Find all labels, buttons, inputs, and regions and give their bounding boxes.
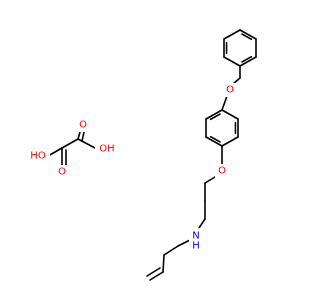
- oxalic-ho-c-bond: [47, 147, 63, 157]
- phenylene-ring-bond-3: [205, 136, 223, 147]
- structure-drawing: O O N H HO O O OH: [26, 29, 257, 281]
- propyl-ether-oxygen: O: [218, 166, 226, 177]
- benzyl-ring-inner-bond-0: [241, 33, 253, 41]
- oxalic-carbonyl-oxygen-top: O: [79, 120, 87, 131]
- oxalic-c-c-bond: [61, 138, 79, 149]
- amine-hydrogen: H: [192, 241, 200, 252]
- oxalic-o-bottom-bg: [55, 165, 69, 179]
- oxalic-hydroxyl-right: OH: [99, 144, 114, 155]
- benzyl-ring-bond-0: [239, 29, 257, 40]
- benzyl-ether-o-bg: [223, 83, 237, 97]
- oxalic-c-o-top-double: [81, 131, 85, 142]
- phenylene-ring-bond-0: [221, 109, 239, 120]
- o-to-ring-bond: [221, 95, 228, 111]
- allyl-double-bond-inner: [146, 267, 161, 277]
- amine-n-bg: [189, 228, 203, 251]
- phenylene-ring-inner-bond-5: [209, 113, 221, 121]
- allyl-vinyl-bond: [162, 254, 165, 273]
- phenylene-ring-bond-2: [221, 136, 239, 147]
- label-layer: O O N H HO O O OH: [26, 83, 237, 252]
- oxalic-c-oh-bond: [77, 138, 96, 149]
- benzyl-ring-bond-2: [239, 56, 257, 67]
- molecule-diagram: O O N H HO O O OH: [26, 29, 257, 281]
- oxalic-oh-right-bg: [95, 142, 119, 156]
- propyl-ether-o-bg: [215, 164, 229, 178]
- allyl-ch2-bond: [163, 245, 179, 256]
- oxalic-c-o-top-bond: [77, 131, 81, 140]
- oxalic-ho-left-bg: [26, 149, 50, 163]
- benzyl-ether-oxygen: O: [226, 85, 234, 96]
- o-to-c1-bond: [204, 176, 216, 184]
- phenylene-ring-inner-bond-3: [209, 135, 221, 143]
- phenylene-ring-bond-5: [205, 109, 223, 120]
- amine-nitrogen: N: [192, 231, 199, 242]
- c3-to-n-bond: [198, 218, 206, 229]
- bond-layer: [47, 29, 257, 281]
- oxalic-carbonyl-oxygen-bottom: O: [58, 167, 66, 178]
- oxalic-o-top-bg: [76, 118, 90, 132]
- benzyl-ring-bond-3: [223, 56, 241, 67]
- allyl-double-bond: [149, 271, 164, 281]
- n-to-allyl-bond: [177, 239, 191, 247]
- benzyl-ring-inner-bond-2: [241, 55, 253, 63]
- benzyl-ring-bond-5: [223, 29, 241, 40]
- oxalic-hydroxyl-left: HO: [30, 151, 46, 162]
